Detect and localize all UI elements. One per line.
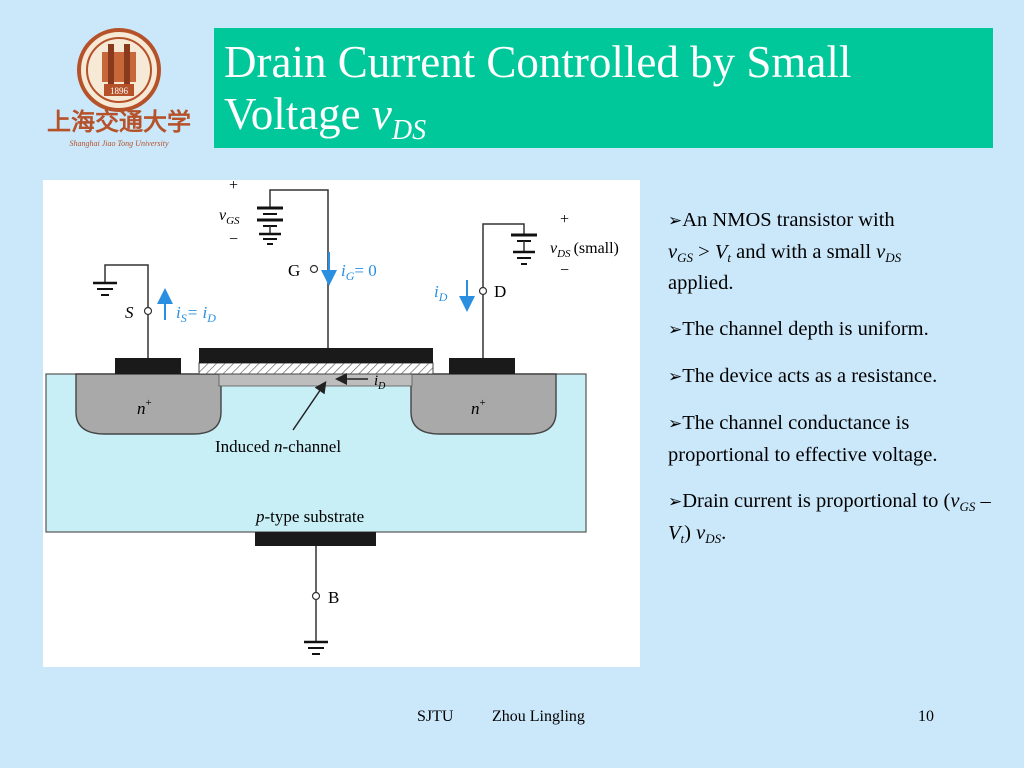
bullet-5-text-b: – [975,490,991,512]
bullet-5-sub-a: GS [959,499,976,514]
source-contact [115,358,181,374]
bullet-1-text-a: An NMOS transistor with [682,209,895,231]
body-label: B [328,588,339,607]
source-terminal [143,306,153,316]
logo-chinese-name: 上海交通大学 [47,108,191,136]
bullet-5-text-c: ) [684,522,697,544]
title-line-2-text: Voltage [224,89,372,139]
drain-label: D [494,282,506,301]
bullet-4-text: The channel conductance is proportional … [668,412,938,466]
footer-author: Zhou Lingling [492,708,585,725]
nmos-diagram: + vGS − G iG= 0 S iS= iD + vDS(s [43,180,640,667]
bullet-2-text: The channel depth is uniform. [682,318,929,340]
bullet-drain-current: ➢Drain current is proportional to (vGS –… [668,486,998,549]
channel-current-label: iD [374,373,386,392]
bullet-5-var-b: V [668,522,681,544]
title-bar: Drain Current Controlled by Small Voltag… [214,28,993,148]
source-label: S [125,303,134,322]
bullet-1-sub-a: GS [677,250,693,265]
vgs-source [257,206,283,245]
bullet-arrow-icon: ➢ [668,367,683,387]
bullet-5-sub-b: t [680,531,685,546]
bullet-conductance: ➢The channel conductance is proportional… [668,408,998,471]
bullet-arrow-icon: ➢ [668,211,683,231]
bullet-5-var-a: v [950,490,960,512]
body-ground-icon [304,640,328,655]
ig-label: iG= 0 [341,261,377,283]
body-terminal [311,591,321,601]
bullet-arrow-icon: ➢ [668,492,683,512]
bullet-5-text-d: . [721,522,727,544]
logo-english-name: Shanghai Jiao Tong University [69,139,168,148]
university-logo: 1896 上海交通大学 Shanghai Jiao Tong Universit… [34,22,204,152]
n-plus-drain-label: n+ [471,397,486,418]
vds-source [511,233,537,265]
vgs-plus: + [229,180,238,194]
bullet-5-sub-c: DS [705,531,722,546]
bullet-3-text: The device acts as a resistance. [682,365,938,387]
bullet-1-var-b: V [714,241,728,263]
bullet-5-text-a: Drain current is proportional to ( [682,490,951,512]
bullet-1-var-c: v [876,241,886,263]
footer-institution: SJTU [417,708,454,725]
bullet-5-var-c: v [696,522,706,544]
n-plus-source-region [75,373,222,435]
title-line-2: Voltage vDS [224,88,983,145]
induced-channel-label: Induced n-channel [215,437,341,456]
footer-page-number: 10 [918,708,934,725]
title-var: v [371,89,392,139]
substrate-label: p-type substrate [255,507,364,526]
vgs-minus: − [229,231,238,248]
logo-year: 1896 [110,86,129,96]
title-var-sub: DS [391,115,427,146]
bullet-1-var-a: v [668,241,678,263]
vds-minus: − [560,262,569,279]
source-ground-icon [93,281,117,296]
bullet-1-text-b: > [693,241,715,263]
bullet-arrow-icon: ➢ [668,320,683,340]
is-label: iS= iD [176,303,216,325]
gate-oxide [198,362,434,375]
body-contact [255,532,376,546]
n-plus-source-label: n+ [137,397,152,418]
gate-label: G [288,261,300,280]
bullet-1-text-c: and with a small [730,241,877,263]
drain-contact [449,358,515,374]
gate-terminal [309,264,319,274]
n-plus-drain-region [410,373,557,435]
bullet-arrow-icon: ➢ [668,414,683,434]
bullet-resistance: ➢The device acts as a resistance. [668,361,998,393]
vgs-label: vGS [219,207,240,227]
vds-label: vDS(small) [550,240,619,260]
gate-electrode [199,348,433,363]
drain-terminal [478,286,488,296]
vds-plus: + [560,211,569,228]
title-line-1: Drain Current Controlled by Small [224,37,852,87]
bullet-1-text-d: applied. [668,272,734,294]
id-label: iD [434,282,448,304]
bullet-1-sub-c: DS [885,250,902,265]
bullet-channel-depth: ➢The channel depth is uniform. [668,314,998,346]
bullet-1-sub-b: t [727,250,731,265]
